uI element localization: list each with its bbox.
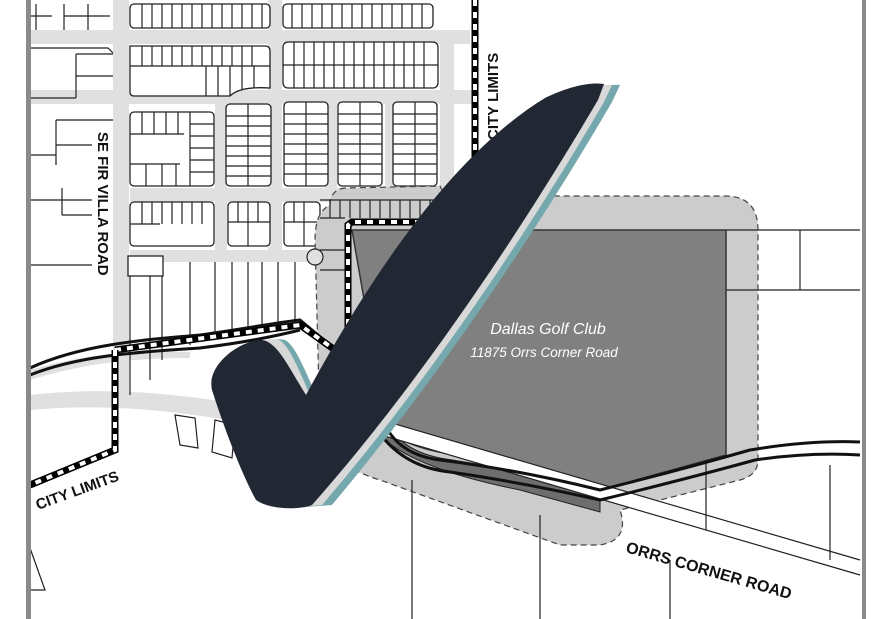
lot-block — [337, 101, 383, 187]
lot-block — [129, 3, 271, 29]
lot-block — [225, 103, 272, 187]
lot-block — [129, 111, 215, 187]
lot-block — [282, 41, 439, 89]
lot-block — [227, 201, 271, 247]
lot-block — [129, 45, 271, 97]
lot-block — [392, 101, 438, 187]
residential-lots — [30, 3, 439, 395]
site-address-label: 11875 Orrs Corner Road — [470, 345, 618, 360]
buffer-lots — [306, 199, 860, 291]
map-frame-left — [26, 0, 31, 619]
map-frame-right — [862, 0, 866, 619]
west-parcels — [30, 4, 114, 266]
city-limits-label-north: CITY LIMITS — [485, 53, 502, 140]
lot-block — [129, 201, 215, 247]
lot-block — [283, 101, 329, 187]
road-label-se-fir-villa: SE FIR VILLA ROAD — [94, 132, 111, 276]
checkmark-icon — [211, 83, 620, 509]
creek-lines — [29, 318, 861, 502]
site-name-label: Dallas Golf Club — [490, 321, 606, 338]
checkmark-body — [211, 83, 605, 509]
lot-block — [127, 255, 296, 395]
lot-block — [282, 3, 434, 29]
